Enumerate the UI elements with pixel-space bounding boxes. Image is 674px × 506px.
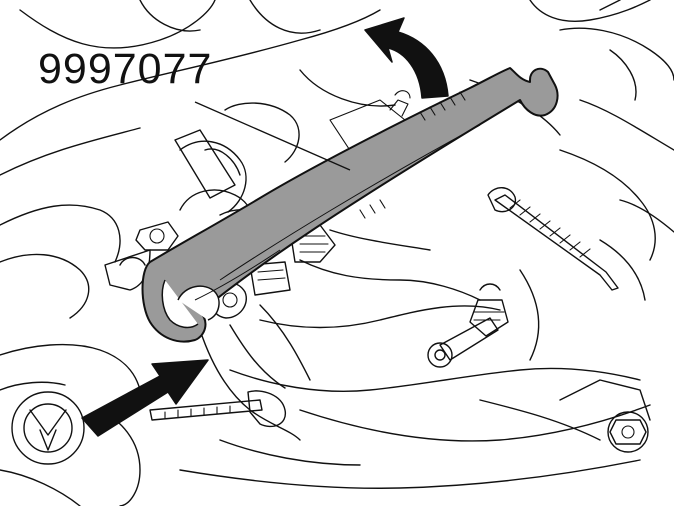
part-number-label: 9997077 — [38, 45, 213, 93]
curved-direction-arrow — [364, 17, 449, 99]
special-tool — [141, 67, 559, 343]
leader-line — [194, 101, 351, 171]
straight-direction-arrow — [81, 359, 209, 437]
